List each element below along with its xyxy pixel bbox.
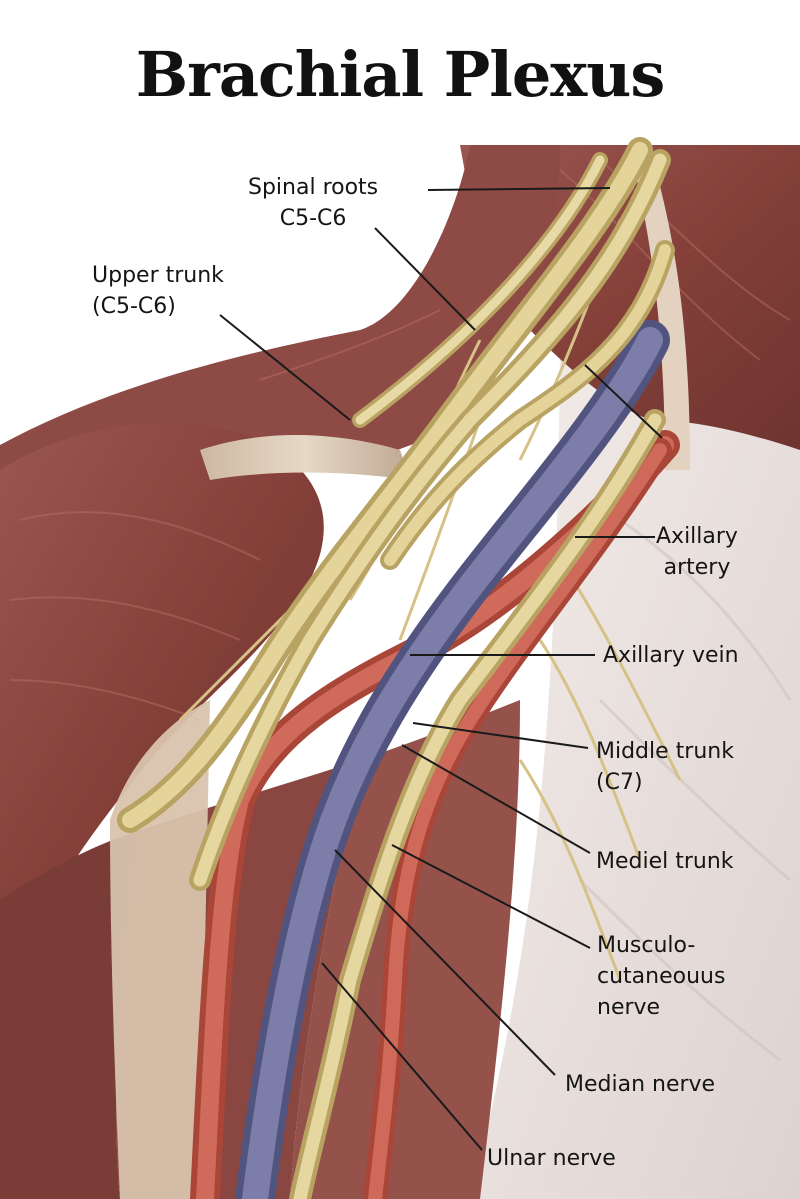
leader-spinal-root-lower [584, 364, 663, 439]
label-mediel-trunk-line1: Mediel trunk [596, 849, 734, 874]
label-axillary-vein: Axillary vein [603, 640, 739, 671]
chest-wall-region [470, 300, 800, 1199]
label-spinal-roots-line1: Spinal roots [248, 175, 379, 200]
label-middle-trunk: Middle trunk (C7) [596, 736, 734, 798]
label-spinal-roots-line2: C5-C6 [279, 206, 347, 231]
label-axillary-artery-line1: Axillary [656, 524, 738, 549]
label-axillary-artery-line2: artery [663, 555, 731, 580]
label-ulnar-nerve: Ulnar nerve [487, 1143, 616, 1174]
label-upper-trunk: Upper trunk (C5-C6) [92, 260, 224, 322]
label-axillary-artery: Axillary artery [656, 521, 738, 583]
label-upper-trunk-line1: Upper trunk [92, 263, 224, 288]
label-mediel-trunk: Mediel trunk [596, 846, 734, 877]
brachial-artery-vessel [363, 438, 672, 1199]
leader-lines [219, 187, 663, 1151]
leader-median-nerve [334, 849, 556, 1076]
label-musculocutaneous-line3: nerve [597, 995, 661, 1020]
label-musculocutaneous-line2: cutaneouus [597, 964, 726, 989]
label-middle-trunk-line2: (C7) [596, 770, 643, 795]
leader-upper-trunk [219, 314, 351, 421]
page-title: Brachial Plexus [135, 38, 666, 111]
label-axillary-vein-line1: Axillary vein [603, 643, 739, 668]
label-spinal-roots: Spinal roots C5-C6 [248, 172, 378, 234]
label-ulnar-nerve-line1: Ulnar nerve [487, 1146, 616, 1171]
label-musculocutaneous-line1: Musculo- [597, 933, 696, 958]
leader-mediel-trunk [401, 744, 591, 854]
label-musculocutaneous: Musculo- cutaneouus nerve [597, 930, 725, 1023]
leader-musculocutaneous [391, 844, 591, 949]
label-upper-trunk-line2: (C5-C6) [92, 294, 176, 319]
leader-spinal-roots-2 [374, 227, 476, 331]
nerve-trunks [117, 137, 675, 1199]
axillary-vein-vessel [235, 320, 670, 1199]
label-middle-trunk-line1: Middle trunk [596, 739, 734, 764]
leader-middle-trunk [412, 722, 589, 749]
label-median-nerve: Median nerve [565, 1069, 715, 1100]
label-median-nerve-line1: Median nerve [565, 1072, 716, 1097]
leader-spinal-roots-1 [427, 187, 611, 191]
leader-ulnar-nerve [321, 962, 483, 1151]
axillary-artery-vessel [190, 430, 680, 1199]
